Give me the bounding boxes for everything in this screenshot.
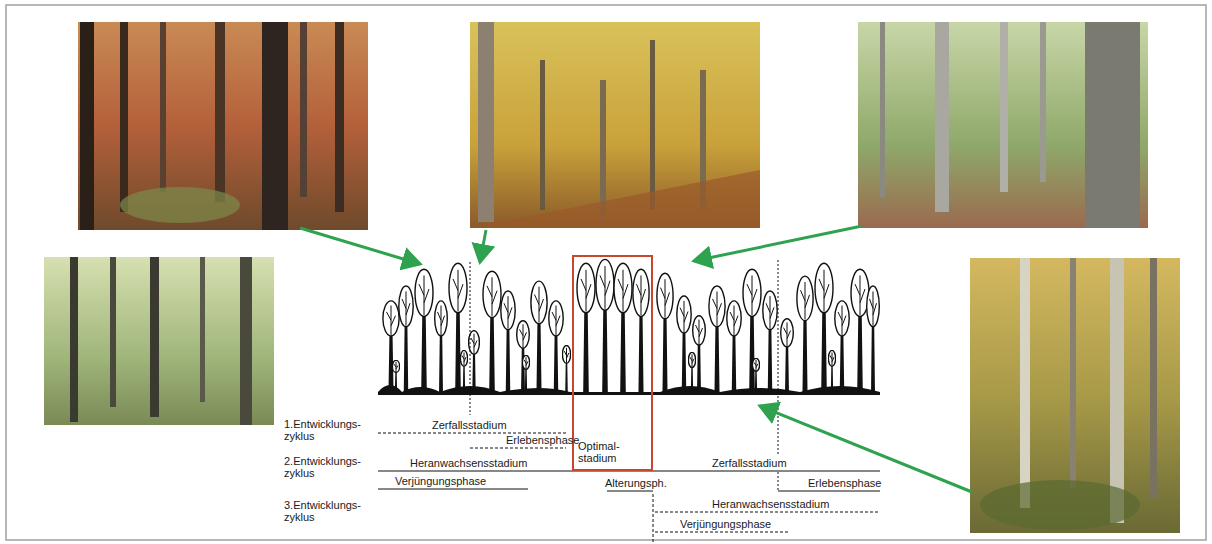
cycle-label: 1.Entwicklungs- zyklus [284,418,376,442]
cycle-label: 3.Entwicklungs- zyklus [284,499,376,523]
forest-photo [970,258,1180,533]
stage-frame: Optimal- stadium [572,255,653,471]
phase-label: Alterungsph. [605,477,667,489]
phase-label: Heranwachsensstadium [410,457,527,469]
phase-label: Heranwachsensstadium [712,498,829,510]
forest-photo [78,22,368,230]
phase-label: Zerfallsstadium [712,457,787,469]
forest-photo [858,22,1148,228]
tree-profile [378,259,880,395]
phase-label: Erlebensphase [808,477,881,489]
forest-photo [470,22,760,228]
phase-lines [378,260,880,544]
pointer-arrows [300,226,972,492]
forest-photo [44,257,274,425]
phase-label: Verjüngungsphase [680,518,771,530]
phase-label: Zerfallsstadium [432,419,507,431]
phase-label: Verjüngungsphase [395,475,486,487]
stage-label: Optimal- stadium [578,440,648,464]
cycle-label: 2.Entwicklungs- zyklus [284,455,376,479]
phase-label: Erlebensphase [506,434,579,446]
